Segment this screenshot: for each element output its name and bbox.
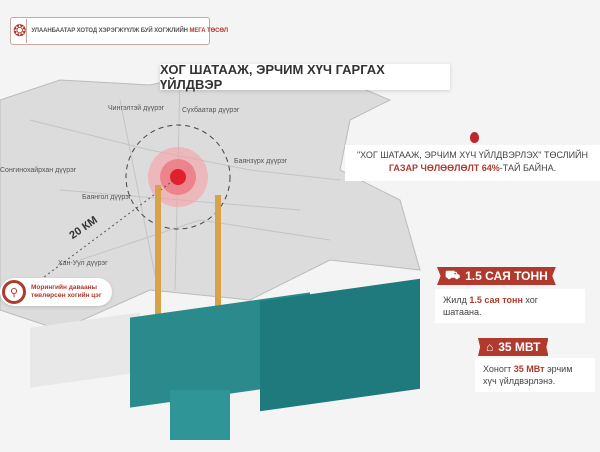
district-label: Сонгинохайрхан дүүрэг [0,167,77,174]
stat-badge: ⌂35 МВТ [478,338,549,356]
plant-illustration [30,278,420,450]
district-label: Баянзүрх дүүрэг [234,158,288,165]
city-map [0,64,421,360]
district-label: Хан-Уул дүүрэг [58,260,108,267]
radius-circle [125,124,231,230]
district-label: Сүхбаатар дүүрэг [182,107,240,114]
stat-card: Хоногт 35 МВт эрчим хүч үйлдвэрлэнэ. [475,358,595,392]
city-emblem-icon: ❂ [13,19,28,43]
land-clearance-note: "ХОГ ШАТААЖ, ЭРЧИМ ХҮЧ ҮЙЛДВЭРЛЭХ" ТӨСЛИ… [345,145,600,181]
header-text: УЛААНБААТАР ХОТОД ХЭРЭГЖҮҮЛЖ БУЙ ХОГЖЛИЙ… [31,28,229,34]
map-pin-icon: ⚲ [2,280,26,304]
page-title: ХОГ ШАТААЖ, ЭРЧИМ ХҮЧ ГАРГАХ ҮЙЛДВЭР [160,62,450,92]
stat-card: Жилд 1.5 сая тонн хог шатаана. [435,289,585,323]
pin-icon [470,132,479,143]
waste-truck-icon: ⛟ [445,268,461,282]
power-plant-icon: ⌂ [486,340,494,354]
stat-badge: ⛟1.5 САЯ ТОНН [437,267,556,285]
district-label: Чингэлтэй дүүрэг [108,105,165,112]
district-label: Баянгол дүүрэг [82,194,132,201]
header-banner: ❂ УЛААНБААТАР ХОТОД ХЭРЭГЖҮҮЛЖ БУЙ ХОГЖЛ… [10,17,228,45]
